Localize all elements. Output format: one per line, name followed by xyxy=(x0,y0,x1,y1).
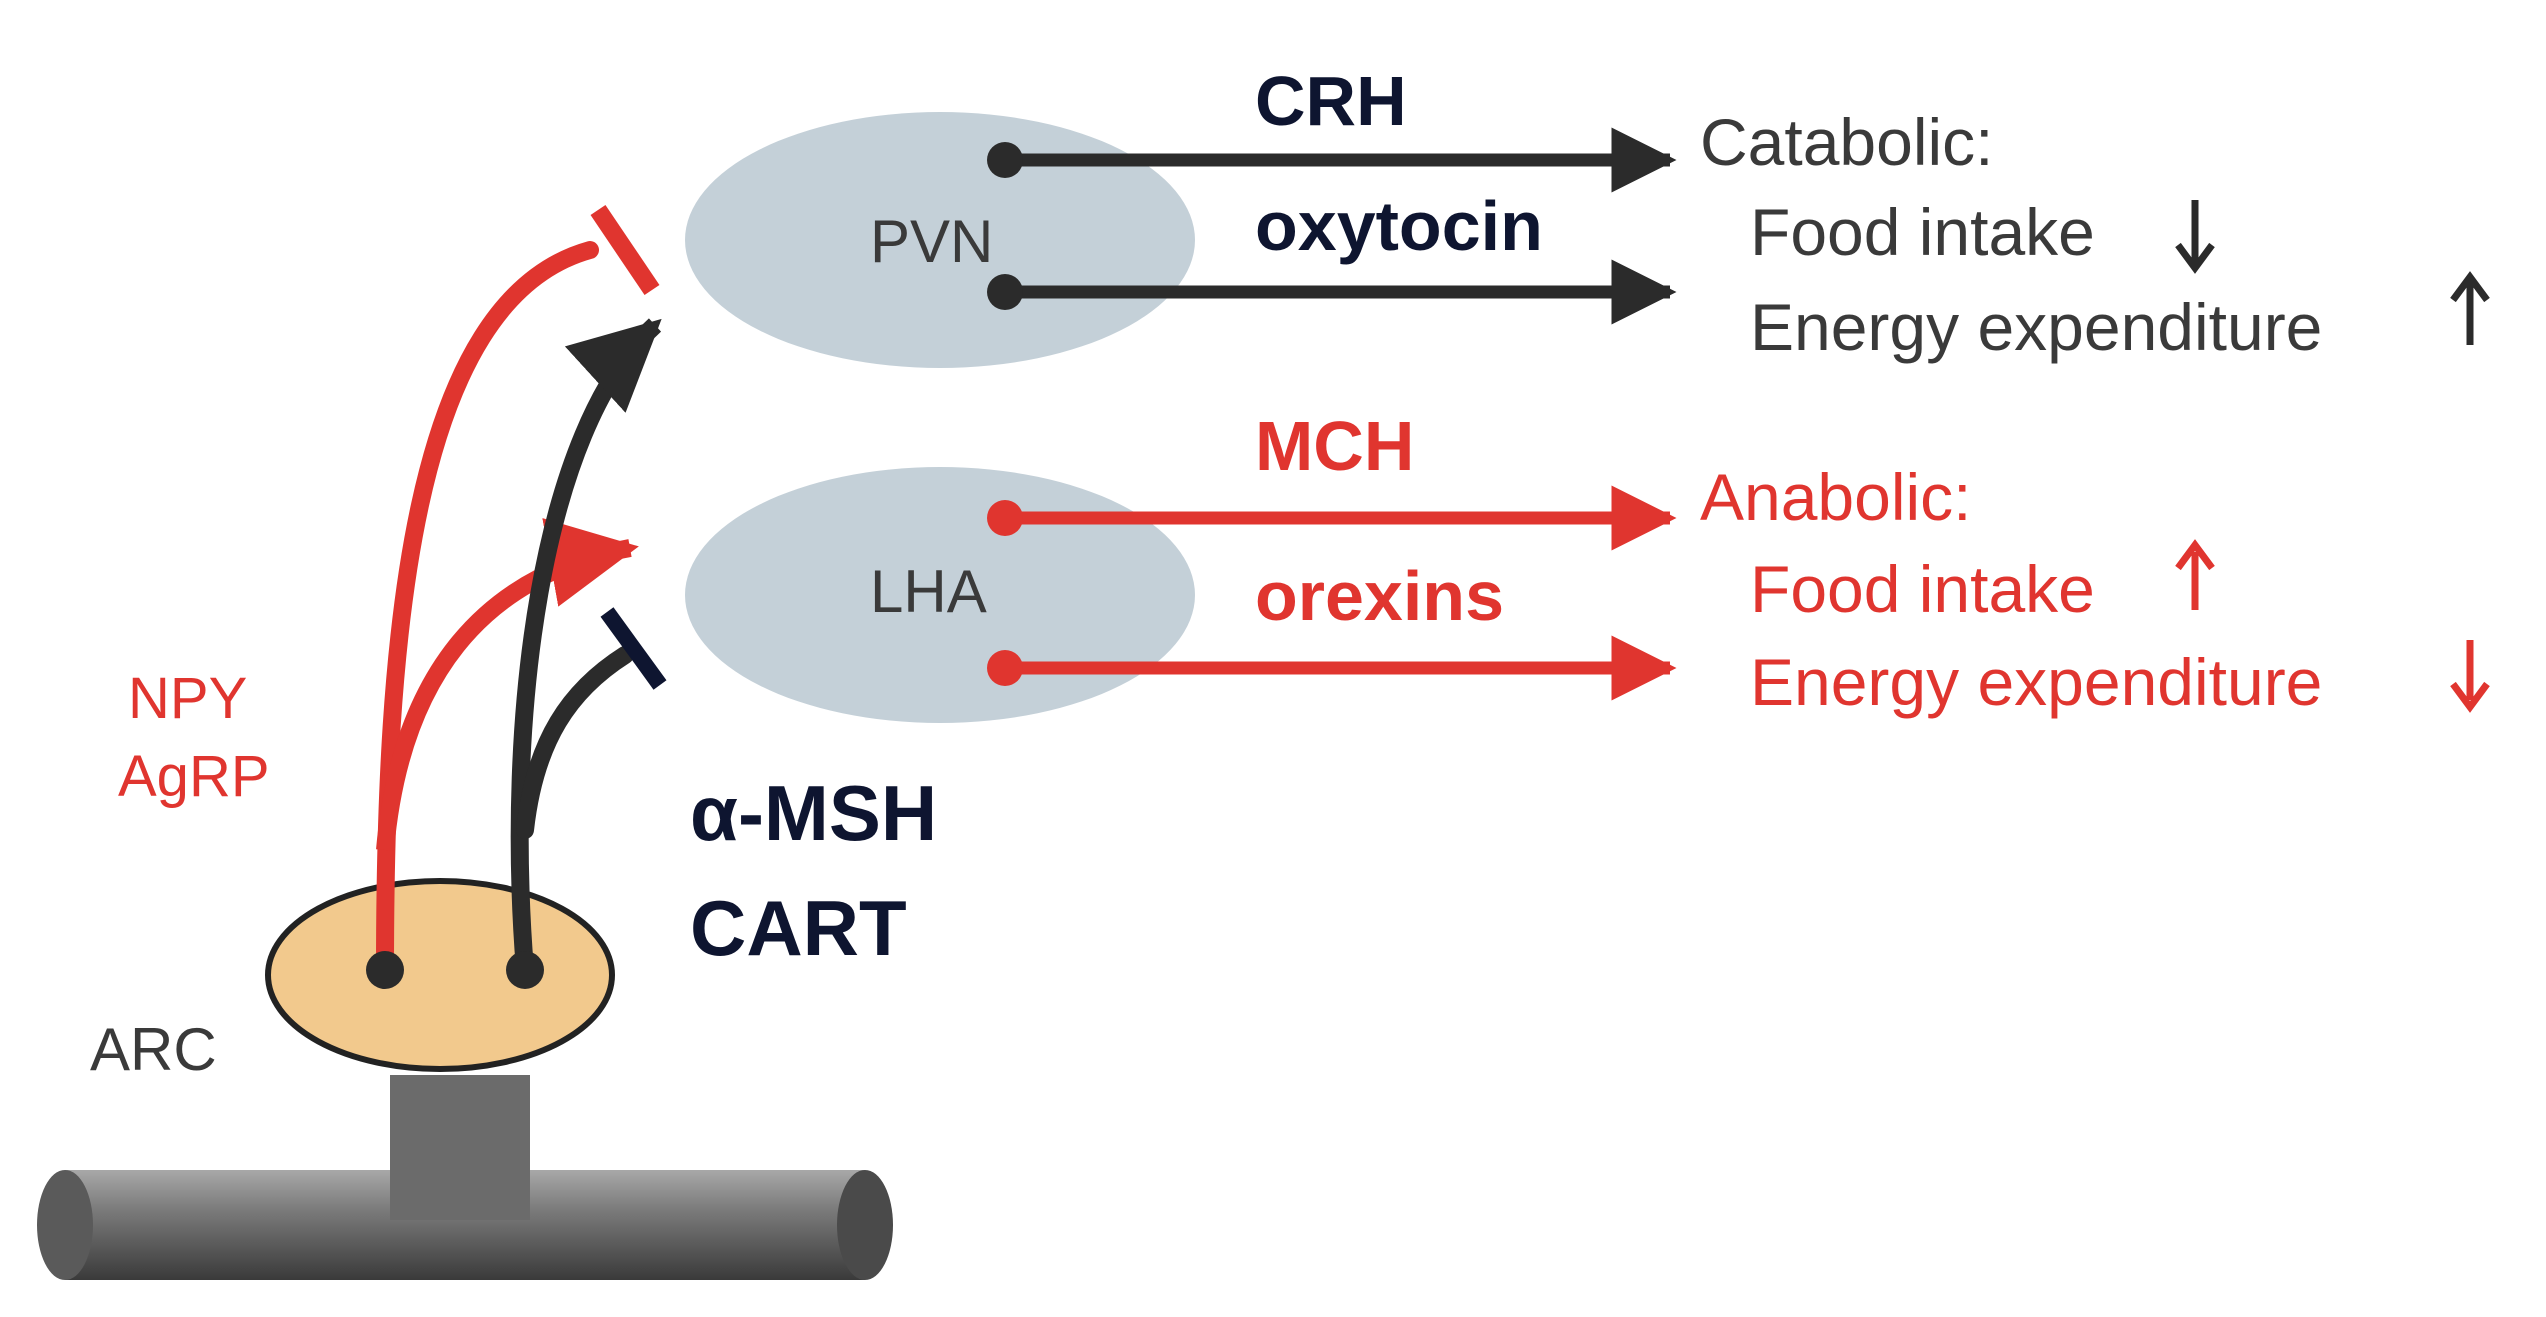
msh-lha-inhibition-bar xyxy=(600,607,667,690)
msh-neuron-dot xyxy=(506,951,544,989)
arc-nucleus xyxy=(265,878,615,1072)
pipe-right-cap xyxy=(837,1170,893,1280)
msh-to-pvn-excitatory-path xyxy=(510,318,662,971)
crh-origin-dot xyxy=(987,142,1023,178)
npy-label: NPY xyxy=(128,666,247,731)
pipe-left-cap xyxy=(37,1170,93,1280)
stalk xyxy=(390,1075,530,1220)
pvn-output-arrows xyxy=(987,127,1677,325)
anabolic-block: Anabolic: Food intake Energy expenditure xyxy=(1700,460,2490,719)
anabolic-energy-expenditure: Energy expenditure xyxy=(1750,645,2322,719)
orexins-origin-dot xyxy=(987,650,1023,686)
lha-nucleus xyxy=(685,467,1195,723)
oxytocin-origin-dot xyxy=(987,274,1023,310)
up-arrow-icon xyxy=(2175,539,2215,610)
lha-output-arrows xyxy=(987,485,1677,701)
pvn-nucleus xyxy=(685,112,1195,368)
catabolic-energy-expenditure: Energy expenditure xyxy=(1750,290,2322,364)
mch-origin-dot xyxy=(987,500,1023,536)
npy-pvn-inhibition-bar xyxy=(590,204,660,296)
down-arrow-icon xyxy=(2450,640,2490,713)
agrp-label: AgRP xyxy=(118,744,270,809)
arc-projections xyxy=(366,204,667,989)
orexins-label: orexins xyxy=(1255,557,1504,635)
catabolic-food-intake: Food intake xyxy=(1750,195,2095,269)
anabolic-food-intake: Food intake xyxy=(1750,552,2095,626)
up-arrow-icon xyxy=(2450,271,2490,345)
oxytocin-label: oxytocin xyxy=(1255,187,1543,265)
median-eminence-base xyxy=(37,1075,893,1280)
down-arrow-icon xyxy=(2175,200,2215,274)
npy-to-lha-excitatory-path xyxy=(376,518,639,851)
catabolic-title: Catabolic: xyxy=(1700,105,1994,179)
arc-label: ARC xyxy=(90,1016,217,1083)
msh-to-lha-inhibitory-path xyxy=(516,646,634,839)
lha-label: LHA xyxy=(870,558,987,625)
crh-label: CRH xyxy=(1255,62,1407,140)
npy-neuron-dot xyxy=(366,951,404,989)
mch-label: MCH xyxy=(1255,407,1414,485)
cart-label: CART xyxy=(690,884,907,972)
pvn-label: PVN xyxy=(870,208,993,275)
catabolic-block: Catabolic: Food intake Energy expenditur… xyxy=(1700,105,2490,364)
alpha-msh-label: α-MSH xyxy=(690,769,937,857)
anabolic-title: Anabolic: xyxy=(1700,460,1972,534)
